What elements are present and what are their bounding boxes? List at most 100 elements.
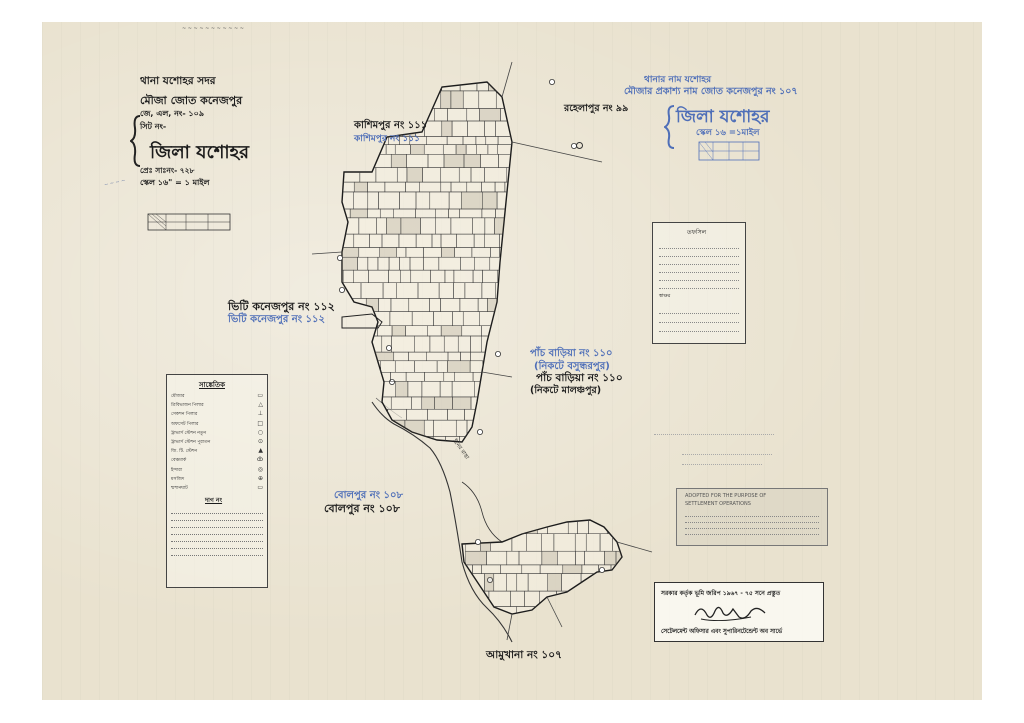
- parcel-plot: [357, 419, 374, 437]
- parcel-plot: [351, 311, 362, 326]
- legend-box: সাঙ্কেতিক মৌজার▭ত্রিবিভাজন পিলার△সেকশন প…: [166, 374, 268, 588]
- parcel-plot: [351, 82, 368, 92]
- parcel-plot: [390, 154, 407, 168]
- index-lines: [659, 241, 739, 296]
- parcel-plot: [499, 436, 512, 442]
- legend-symbol-icon: ○: [257, 428, 263, 436]
- stamp-line-2: SETTLEMENT OPERATIONS: [685, 501, 751, 507]
- parcel-plot: [502, 520, 520, 534]
- parcel-plot: [495, 372, 511, 382]
- parcel-plot: [519, 520, 538, 534]
- right-thana-label: থানার নাম যশোহর: [644, 75, 712, 85]
- parcel-plot: [515, 409, 537, 420]
- parcel-plot: [494, 217, 509, 235]
- scale-label: স্কেল ১৬" = ১ মাইল: [140, 178, 210, 187]
- legend-symbol-icon: ▭: [257, 484, 263, 491]
- parcel-plot: [482, 396, 493, 410]
- neighbor-west: ভিটি কনেজপুর নং ১১২: [228, 300, 335, 313]
- legend-item: মৌজার: [171, 394, 185, 399]
- legend-subtitle: দাগ নং: [205, 497, 223, 504]
- parcel-plot: [447, 360, 471, 373]
- neighbor-north-left-alt: কাশিমপুর নং ১১১: [354, 134, 420, 144]
- stamp-line-1: ADOPTED FOR THE PURPOSE OF: [685, 493, 767, 499]
- neighbor-east-alt-1: পাঁচ বাড়িয়া নং ১১০: [530, 348, 613, 359]
- scale-bar-right: [698, 141, 760, 161]
- parcel-plot: [577, 590, 589, 607]
- neighbor-east-1: পাঁচ বাড়িয়া নং ১১০: [536, 372, 623, 384]
- parcel-plot: [359, 372, 371, 382]
- legend-item: ট্রাভার্স স্টেশন নতুন: [171, 430, 206, 436]
- parcel-plot: [407, 82, 426, 92]
- mouza-map: [311, 61, 653, 643]
- traverse-station-ne: [576, 142, 583, 149]
- parcel-plot: [619, 606, 622, 614]
- stamp-lines: [685, 511, 819, 540]
- parcel-plot: [615, 550, 622, 566]
- parcel-plot: [367, 408, 388, 421]
- parcel-plot: [562, 564, 583, 574]
- parcel-plot: [463, 154, 481, 168]
- neighbor-west-alt: ভিটি কনেজপুর নং ১১২: [228, 314, 326, 325]
- parcel-plot: [508, 217, 512, 235]
- parcel-plot: [467, 445, 477, 456]
- neighbor-southwest: বোলপুর নং ১০৮: [324, 502, 400, 515]
- parcel-plot: [505, 282, 512, 299]
- parcel-plot: [383, 90, 400, 109]
- parcel-plot: [342, 144, 356, 155]
- parcel-plot: [434, 396, 453, 410]
- parcel-plot: [516, 606, 540, 614]
- jl-number: জে, এল, নং- ১০৯: [140, 109, 205, 118]
- district-title: জিলা যশোহর: [150, 142, 249, 163]
- parcel-plot: [425, 82, 442, 92]
- parcel-plot: [406, 167, 423, 183]
- parcel-plot: [554, 606, 578, 614]
- parcel-plot: [373, 419, 390, 437]
- parcel-plot: [462, 520, 476, 534]
- parcel-plot: [484, 408, 505, 421]
- settlement-stamp: ADOPTED FOR THE PURPOSE OF SETTLEMENT OP…: [676, 488, 828, 546]
- parcel-plot: [512, 209, 523, 218]
- parcel-plot: [499, 351, 512, 362]
- parcel-plot: [382, 436, 403, 442]
- parcel-plot: [395, 381, 409, 398]
- parcel-plot: [391, 325, 406, 337]
- parcel-plot: [342, 311, 352, 326]
- legend-item: অফসেট পিলার: [171, 421, 199, 427]
- parcel-plot: [377, 82, 395, 92]
- parcel-plot: [342, 351, 350, 362]
- parcel-plot: [515, 436, 531, 445]
- index-sign: স্বাক্ষর: [659, 293, 671, 299]
- parcel-plot: [404, 419, 425, 437]
- parcel-plot: [366, 82, 378, 92]
- parcel-plot: [608, 606, 620, 614]
- legend-symbol-icon: △: [258, 401, 263, 409]
- parcel-plot: [352, 436, 370, 442]
- parcel-plot: [353, 181, 368, 193]
- legend-symbol-icon: ⊙: [257, 438, 263, 445]
- parcel-plot: [474, 520, 488, 534]
- parcel-plot: [349, 408, 369, 421]
- parcel-plot: [354, 396, 372, 410]
- parcel-plot: [484, 573, 495, 592]
- parcel-plot: [476, 436, 487, 442]
- legend-item: শ্মশানঘাট: [171, 486, 188, 491]
- parcel-plot: [361, 311, 372, 326]
- parcel-plot: [342, 256, 358, 271]
- parcel-plot: [440, 90, 452, 109]
- map-sheet: ~ ~ ~ ~ ~ ~ ~ ~ ~ ~ ~ থানা যশোহর সদর মৌজ…: [42, 22, 982, 700]
- parcel-plot: [342, 90, 355, 109]
- parcel-plot: [482, 360, 504, 373]
- legend-symbol-icon: ȸ: [257, 456, 263, 464]
- legend-title: সাঙ্কেতিক: [199, 381, 225, 389]
- brace-icon: [130, 115, 141, 167]
- legend-symbol-icon: ⊥: [257, 410, 263, 418]
- legend-symbol-icon: □: [257, 419, 263, 427]
- approval-box: সরকার কর্তৃক ভূমি জরিপ ১৯৬৭ - ৭৫ সনে প্র…: [654, 582, 824, 642]
- legend-symbol-icon: ⊕: [257, 474, 263, 482]
- parcel-plot: [342, 298, 349, 312]
- legend-item: জি. টি. স্টেশন: [171, 449, 198, 455]
- parcel-plot: [398, 90, 416, 109]
- legend-symbol-icon: ◎: [257, 465, 263, 473]
- legend-item: ত্রিবিভাজন পিলার: [171, 403, 204, 409]
- legend-item: ইন্দারা: [171, 467, 183, 473]
